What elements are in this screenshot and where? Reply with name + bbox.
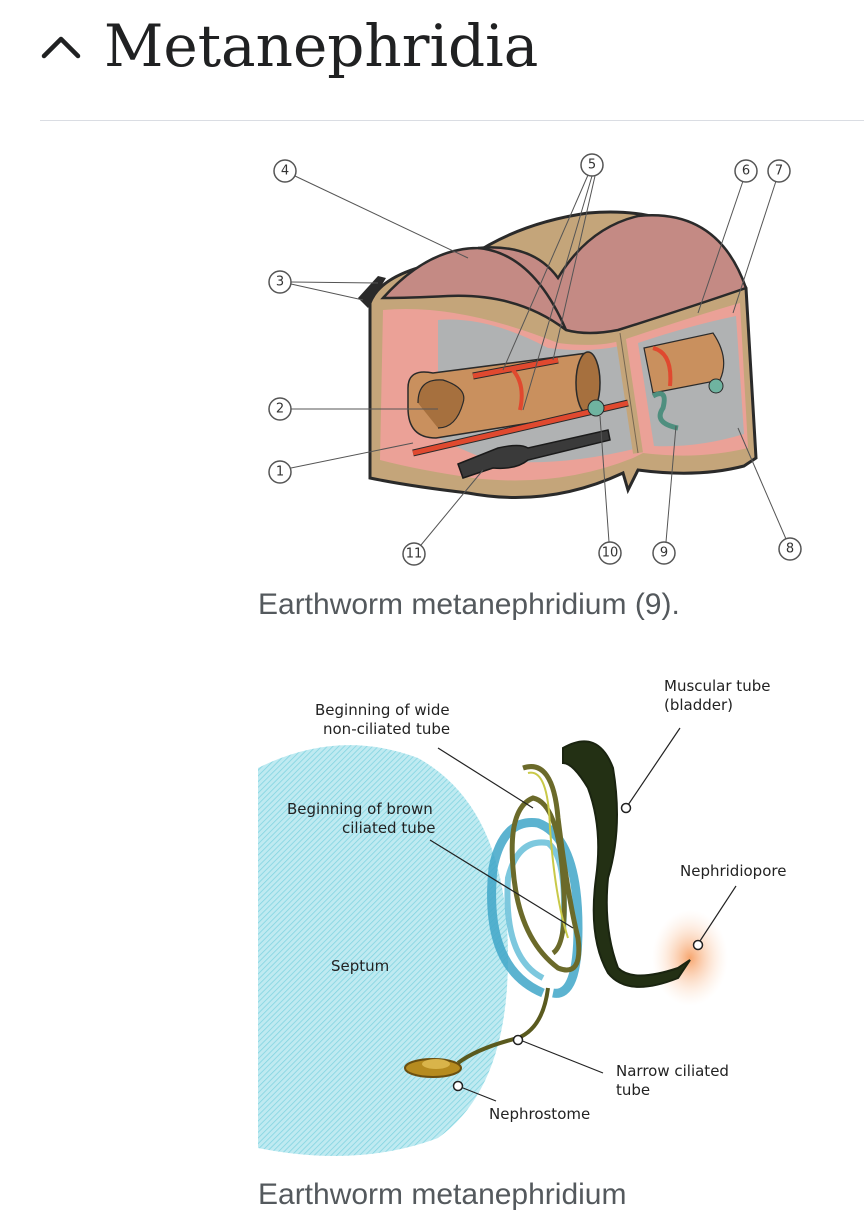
callout-8: 8 — [786, 542, 794, 557]
callout-4: 4 — [281, 164, 289, 179]
label-muscular-1: Muscular tube — [664, 677, 770, 695]
label-brown-tube-1: Beginning of brown — [287, 800, 433, 818]
callout-11: 11 — [406, 547, 423, 562]
callout-2: 2 — [276, 402, 284, 417]
section-title: Metanephridia — [104, 12, 539, 80]
metanephridium-diagram[interactable]: Beginning of wide non-ciliated tube Begi… — [258, 668, 818, 1163]
label-septum: Septum — [331, 957, 389, 975]
callout-7: 7 — [775, 164, 783, 179]
label-wide-tube-1: Beginning of wide — [315, 701, 450, 719]
label-nephrostome: Nephrostome — [489, 1105, 590, 1123]
callout-10: 10 — [602, 546, 619, 561]
figure1-caption: Earthworm metanephridium (9). — [258, 588, 680, 621]
callout-6: 6 — [742, 164, 750, 179]
divider — [40, 120, 864, 121]
label-muscular-2: (bladder) — [664, 696, 733, 714]
callout-1: 1 — [276, 465, 284, 480]
callout-9: 9 — [660, 546, 668, 561]
callout-3: 3 — [276, 275, 284, 290]
label-wide-tube-2: non-ciliated tube — [323, 720, 450, 738]
figure2-caption: Earthworm metanephridium — [258, 1178, 627, 1211]
earthworm-section-diagram[interactable]: 1 2 3 4 5 6 7 8 9 10 11 — [258, 148, 818, 578]
chevron-up-icon[interactable] — [38, 26, 84, 66]
label-narrow-1: Narrow ciliated — [616, 1062, 729, 1080]
label-nephridiopore: Nephridiopore — [680, 862, 786, 880]
label-brown-tube-2: ciliated tube — [342, 819, 435, 837]
callout-5: 5 — [588, 158, 596, 173]
section-header[interactable]: Metanephridia — [0, 0, 864, 120]
label-narrow-2: tube — [616, 1081, 650, 1099]
